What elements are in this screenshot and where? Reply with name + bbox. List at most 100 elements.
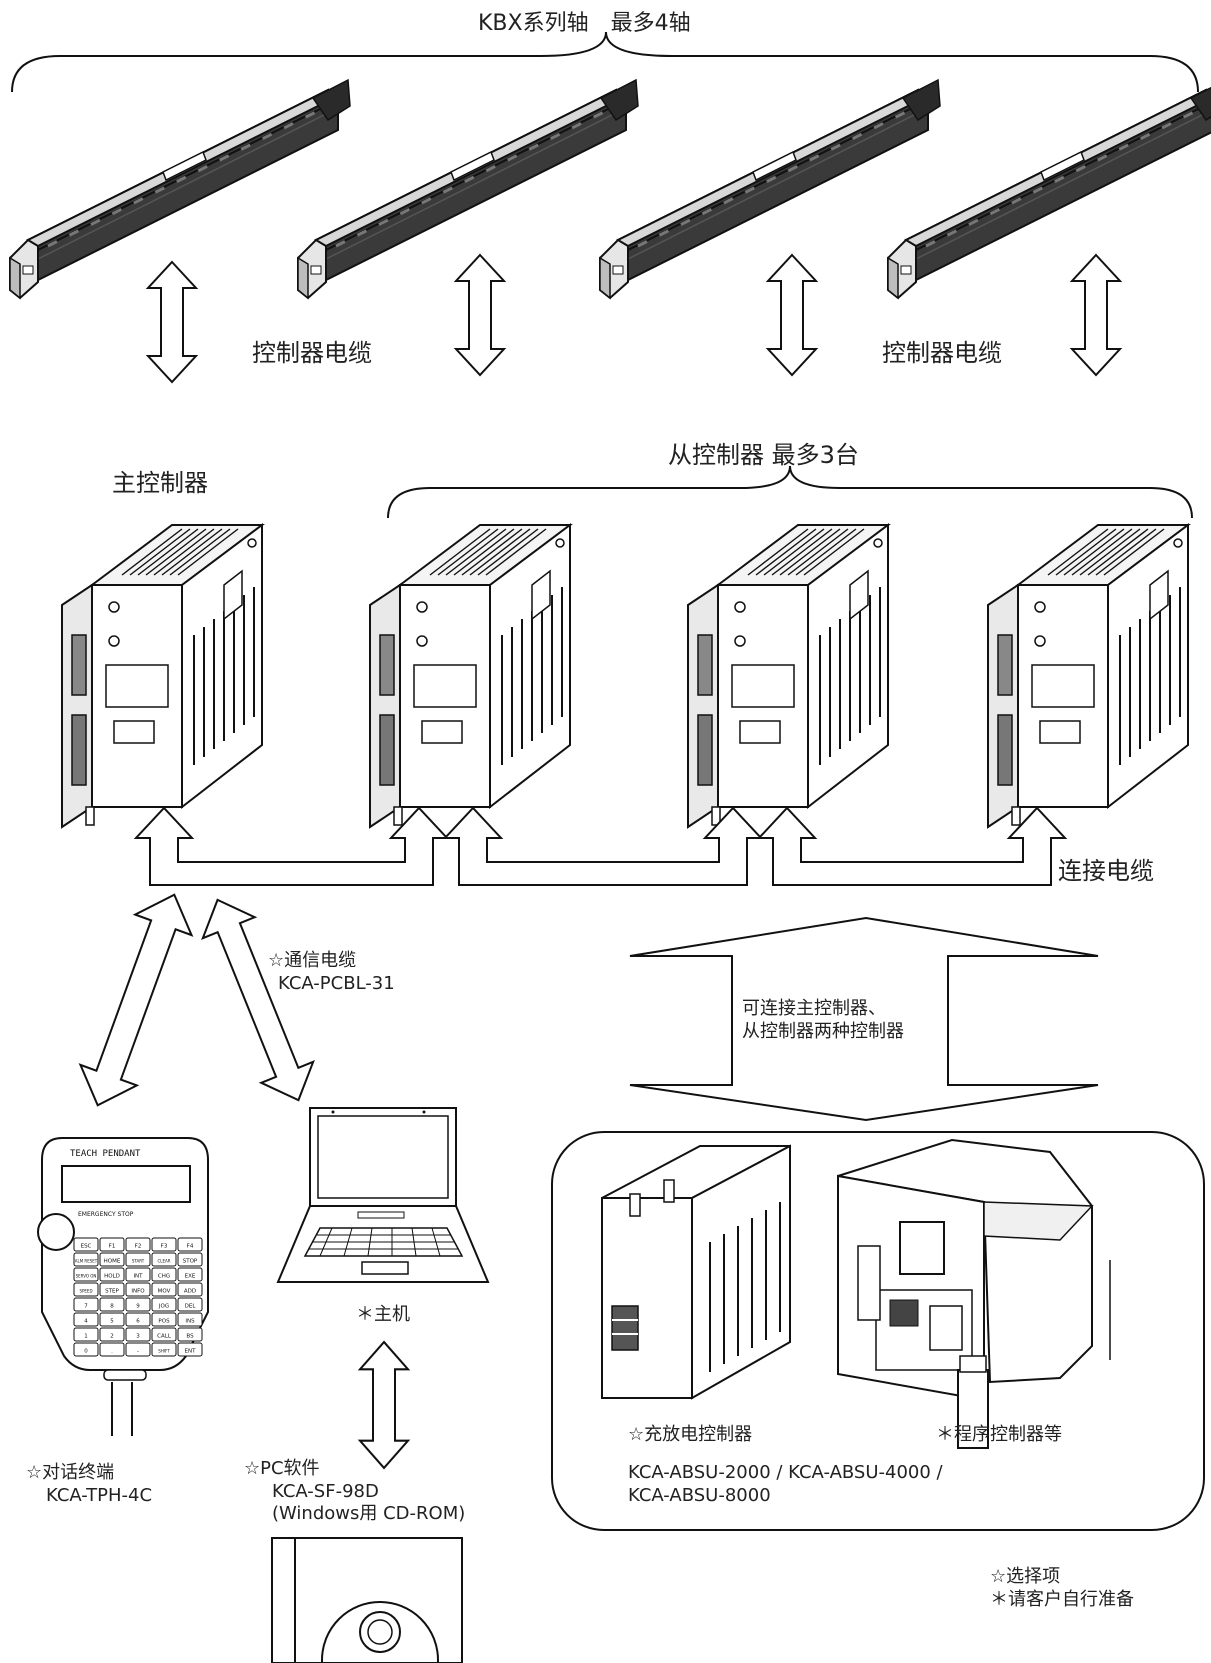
slave-controllers-label: 从控制器 最多3台 xyxy=(668,441,859,469)
pendant-key xyxy=(73,1297,99,1312)
pendant-key xyxy=(125,1342,151,1357)
comm-cable-label: ☆通信电缆 KCA-PCBL-31 xyxy=(268,950,395,995)
pendant-key xyxy=(177,1267,203,1282)
pendant-key xyxy=(99,1267,125,1282)
pendant-key xyxy=(99,1282,125,1297)
pendant-key xyxy=(151,1312,177,1327)
connect-note: 可连接主控制器、 从控制器两种控制器 xyxy=(742,998,904,1043)
pendant-key xyxy=(99,1297,125,1312)
pendant-key xyxy=(99,1342,125,1357)
pendant-key xyxy=(177,1237,203,1252)
pendant-key xyxy=(151,1282,177,1297)
comm-cable-name: ☆通信电缆 xyxy=(268,950,357,971)
pendant-key xyxy=(125,1282,151,1297)
pendant-key xyxy=(177,1297,203,1312)
pendant-key xyxy=(177,1327,203,1342)
pendant-screen-text: TEACH PENDANT xyxy=(70,1149,141,1159)
pendant-key xyxy=(73,1342,99,1357)
pc-software-media: (Windows用 CD-ROM) xyxy=(272,1503,466,1524)
teach-pendant-model: KCA-TPH-4C xyxy=(46,1484,153,1506)
pendant-key-label: F2 xyxy=(135,1244,142,1250)
pendant-key-label: 8 xyxy=(110,1304,114,1310)
legend-optional: ☆选择项 xyxy=(990,1566,1061,1587)
legend: ☆选择项 ＊请客户自行准备 xyxy=(990,1566,1134,1611)
pendant-key-label: MOV xyxy=(158,1289,171,1295)
legend-customer: ＊请客户自行准备 xyxy=(990,1588,1134,1610)
host-label: ＊主机 xyxy=(356,1304,410,1325)
slave-brace xyxy=(387,465,1193,519)
pendant-key xyxy=(99,1237,125,1252)
axes-group-title: KBX系列轴 最多4轴 xyxy=(478,11,691,36)
pendant-key xyxy=(177,1282,203,1297)
pendant-key-label: CALL xyxy=(157,1334,172,1340)
pendant-key-label: STEP xyxy=(105,1289,119,1295)
pendant-key xyxy=(177,1342,203,1357)
pendant-key xyxy=(99,1312,125,1327)
pendant-key-label: INS xyxy=(185,1319,195,1325)
pendant-key-label: EXE xyxy=(185,1274,196,1280)
pendant-key-label: SPEED xyxy=(79,1289,92,1294)
controller-cable-arrow-3 xyxy=(767,254,817,376)
pendant-key xyxy=(73,1252,99,1267)
controller-cable-arrow-4 xyxy=(1071,254,1121,376)
pendant-key-label: 3 xyxy=(136,1334,140,1340)
pendant-key xyxy=(151,1342,177,1357)
axes-brace xyxy=(11,31,1199,93)
axis-actuator-4 xyxy=(886,78,1211,300)
charge-controller-models: KCA-ABSU-2000 / KCA-ABSU-4000 / KCA-ABSU… xyxy=(628,1462,943,1507)
controller-cable-arrow-1 xyxy=(147,261,197,383)
teach-pendant-name: ☆对话终端 xyxy=(26,1462,115,1483)
pendant-key xyxy=(73,1237,99,1252)
pendant-key-label: F3 xyxy=(161,1244,168,1250)
pendant-key-label: ALM RESET xyxy=(75,1259,98,1264)
pendant-key-label: CHG xyxy=(158,1274,170,1280)
master-controller-label: 主控制器 xyxy=(112,469,208,497)
pendant-key-label: 7 xyxy=(84,1304,88,1310)
pendant-key-label: ENT xyxy=(185,1349,197,1355)
pendant-key-label: BS xyxy=(186,1334,194,1340)
pendant-key-label: 1 xyxy=(84,1334,88,1340)
pendant-key-label: ADD xyxy=(184,1289,196,1295)
options-box xyxy=(551,1131,1205,1531)
pendant-key-label: CLEAR xyxy=(157,1259,170,1264)
connect-either-arrow xyxy=(629,916,1099,1122)
pendant-key-label: INT xyxy=(133,1274,143,1280)
charge-controller-name: ☆充放电控制器 xyxy=(628,1424,753,1445)
pc-software-name: ☆PC软件 xyxy=(244,1458,320,1479)
pendant-key-label: DEL xyxy=(185,1304,197,1310)
slave-controller-unit-2 xyxy=(687,524,889,828)
pendant-key-label: - xyxy=(137,1349,139,1355)
charge-controller-device xyxy=(601,1144,791,1400)
pendant-key xyxy=(125,1237,151,1252)
pendant-key xyxy=(151,1297,177,1312)
software-install-arrow xyxy=(358,1340,410,1470)
pendant-key-label: POS xyxy=(158,1319,170,1325)
plc-device xyxy=(837,1138,1111,1449)
pendant-key xyxy=(151,1252,177,1267)
controller-cable-arrow-2 xyxy=(455,254,505,376)
plc-name: ＊程序控制器等 xyxy=(936,1424,1062,1445)
pendant-key-label: 4 xyxy=(84,1319,88,1325)
controller-cable-label-left: 控制器电缆 xyxy=(252,339,372,367)
pendant-key-label: F1 xyxy=(109,1244,116,1250)
pendant-key-label: 9 xyxy=(136,1304,140,1310)
connect-note-line1: 可连接主控制器、 xyxy=(742,998,886,1019)
emergency-stop-text: EMERGENCY STOP xyxy=(78,1211,134,1218)
controller-cable-label-right: 控制器电缆 xyxy=(882,339,1002,367)
pendant-key-label: F4 xyxy=(187,1244,194,1250)
pendant-key-label: SHIFT xyxy=(158,1349,170,1354)
connect-note-line2: 从控制器两种控制器 xyxy=(742,1020,904,1042)
cd-rom-case xyxy=(271,1537,463,1663)
pendant-key xyxy=(73,1267,99,1282)
pendant-key xyxy=(125,1312,151,1327)
pendant-key xyxy=(177,1252,203,1267)
pendant-key-label: INFO xyxy=(131,1289,145,1295)
pendant-key xyxy=(73,1327,99,1342)
pendant-key xyxy=(99,1252,125,1267)
link-cable-arrow-2 xyxy=(442,806,764,886)
pendant-key xyxy=(151,1267,177,1282)
pendant-key-label: 0 xyxy=(84,1349,88,1355)
pendant-key-label: JOG xyxy=(158,1304,169,1310)
